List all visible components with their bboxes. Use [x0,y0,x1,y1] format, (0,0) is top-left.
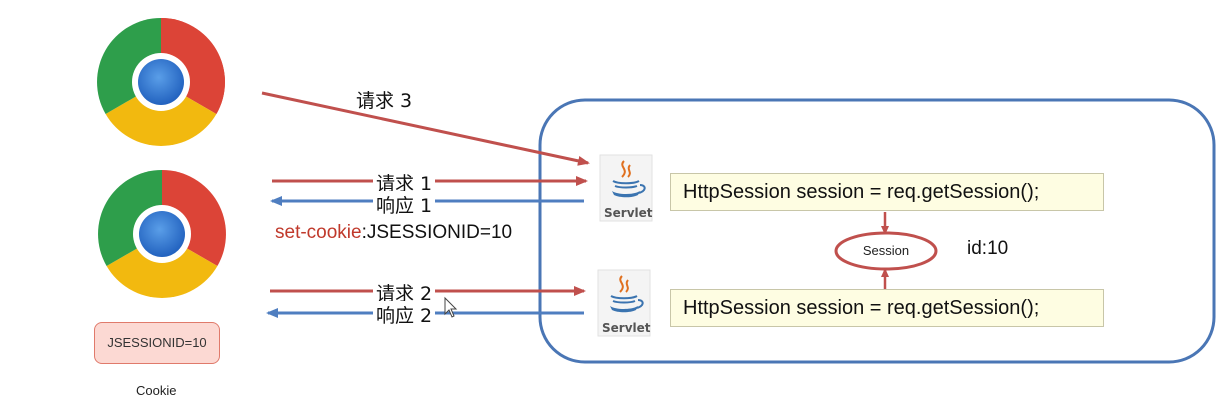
request-3-arrow [261,91,590,166]
session-ellipse [834,231,938,271]
java-servlet-icon [599,154,653,222]
session-label: Session [862,243,910,258]
servlet-label: Servlet [604,206,653,220]
session-id-label: id:10 [967,238,1009,259]
cookie-caption: Cookie [136,383,177,398]
java-servlet-icon [597,269,651,337]
code-box-get-session: HttpSession session = req.getSession(); [670,173,1104,211]
set-cookie-keyword: set-cookie [275,222,362,243]
servlet-label: Servlet [602,321,651,335]
mouse-cursor-icon [444,296,458,318]
request-3-label: 请求 3 [356,90,413,112]
response-2-label: 响应 2 [373,301,436,328]
response-1-label: 响应 1 [373,191,436,218]
code-box-get-session: HttpSession session = req.getSession(); [670,289,1104,327]
set-cookie-value: :JSESSIONID=10 [361,222,513,243]
chrome-browser-icon [98,170,226,298]
chrome-browser-icon [97,18,225,146]
set-cookie-header: set-cookie:JSESSIONID=10 [275,222,512,244]
cookie-value-box: JSESSIONID=10 [94,322,220,364]
server-container [538,98,1216,364]
